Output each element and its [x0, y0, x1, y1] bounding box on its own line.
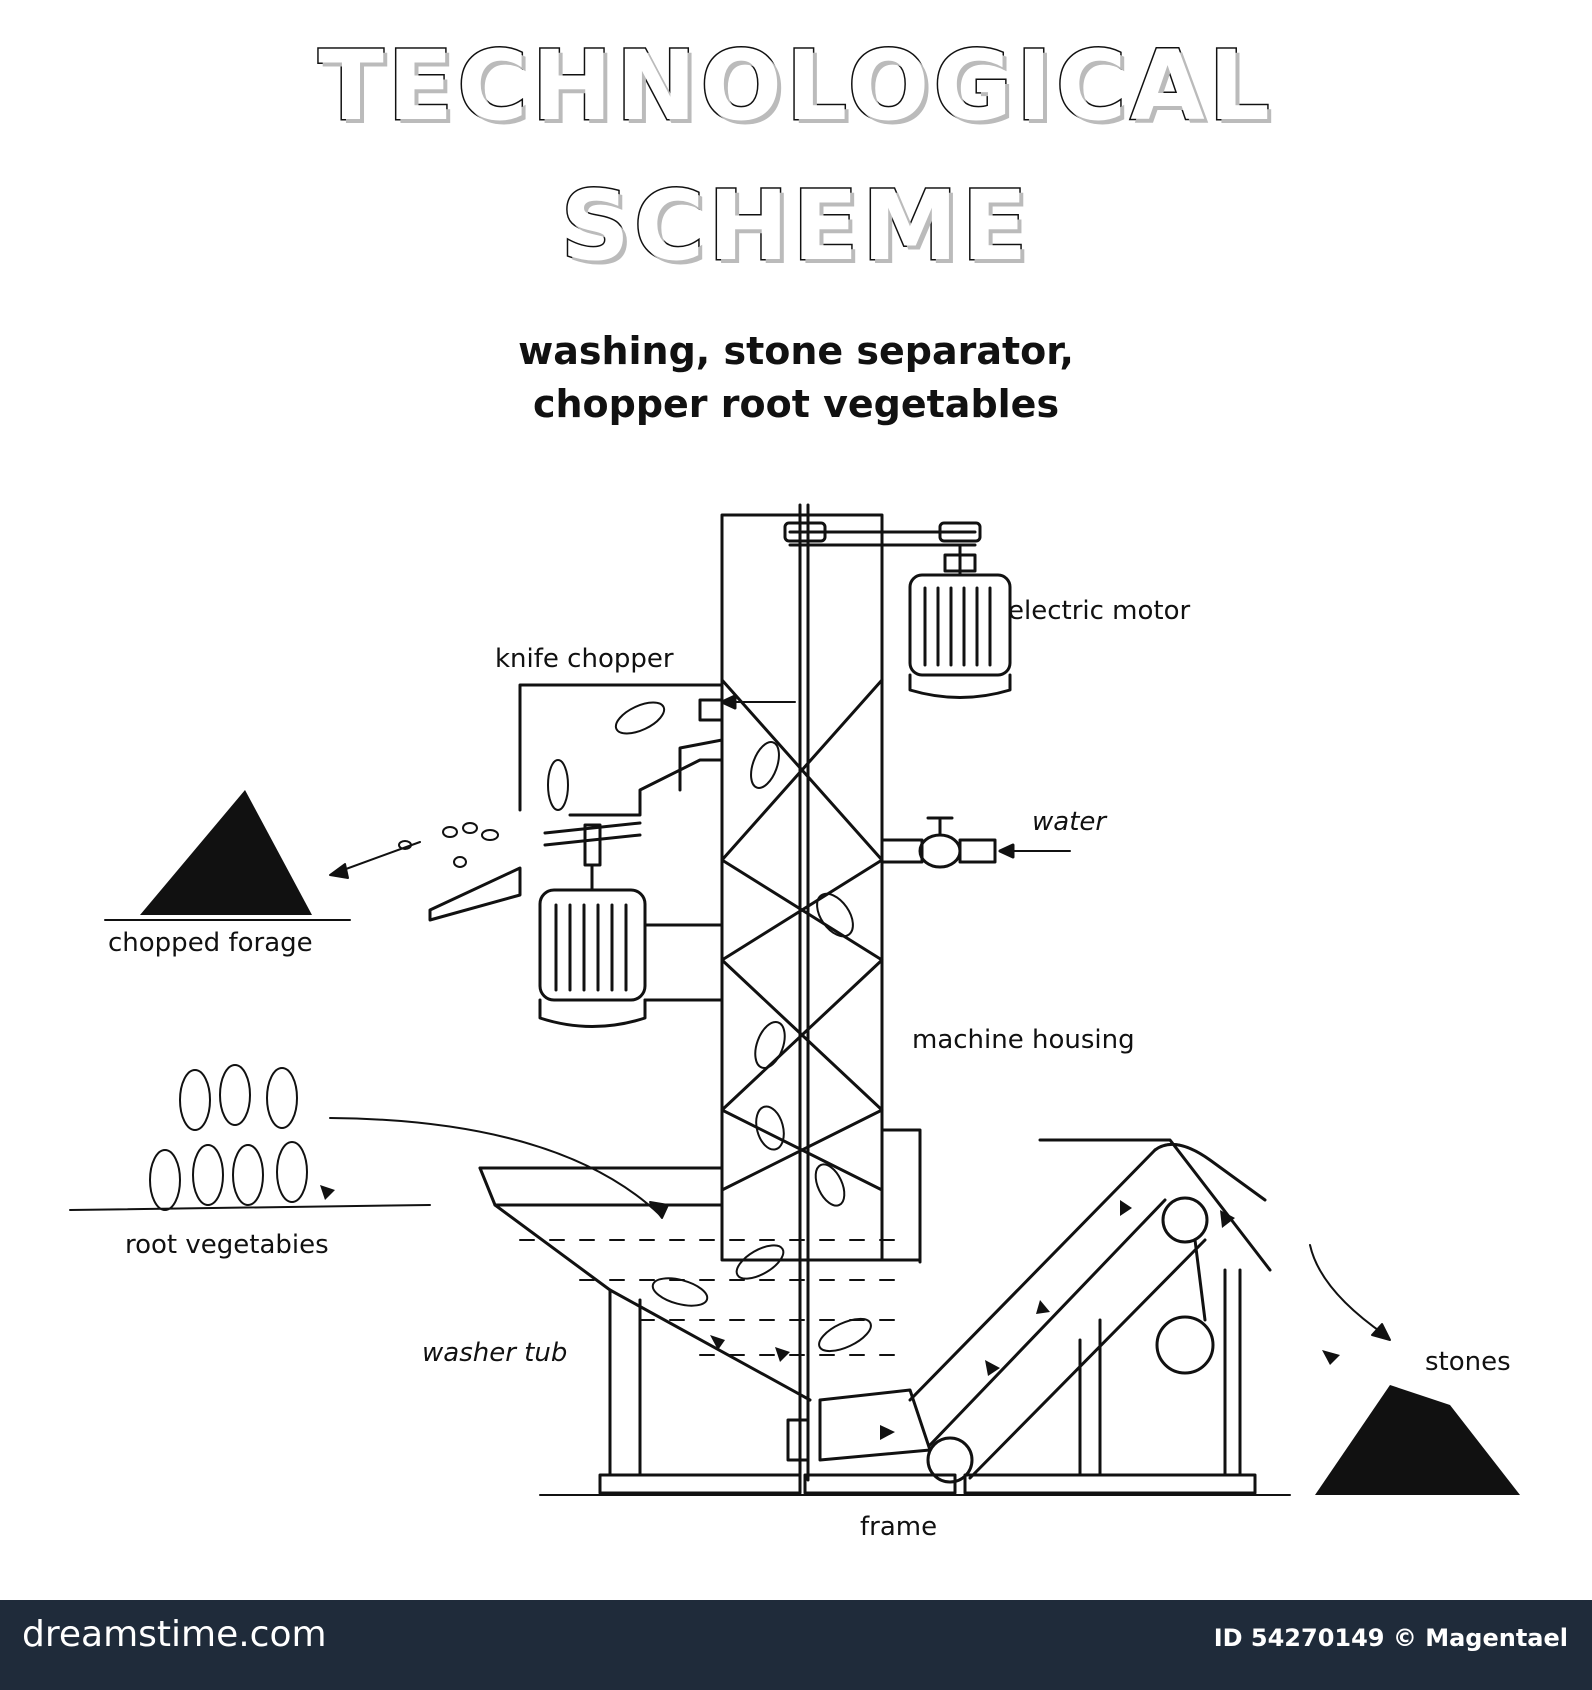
title-line-2: SCHEME — [559, 169, 1032, 284]
label-root-vegetables: root vegetabies — [125, 1230, 329, 1260]
label-chopped-forage: chopped forage — [108, 928, 313, 958]
label-washer-tub: washer tub — [422, 1338, 568, 1368]
label-machine-housing: machine housing — [912, 1025, 1135, 1055]
footer-bar — [0, 1600, 1592, 1690]
label-stones: stones — [1425, 1347, 1511, 1377]
chopper-motor — [538, 888, 724, 1028]
stones-pile — [1315, 1350, 1520, 1495]
brand-watermark: dreamstime.com — [22, 1614, 327, 1655]
forage-pieces — [398, 822, 499, 868]
machine-diagram — [69, 503, 1520, 1496]
image-credit: ID 54270149 © Magentael — [1213, 1624, 1568, 1652]
water-valve — [880, 816, 1071, 869]
vegetables-ground — [69, 1204, 431, 1211]
subtitle-line-1: washing, stone separator, — [518, 329, 1074, 373]
flow-arrows — [329, 841, 1391, 1341]
label-water: water — [1032, 807, 1107, 837]
washer-tub — [478, 1166, 932, 1477]
label-knife-chopper: knife chopper — [495, 644, 674, 674]
label-electric-motor: electric motor — [1008, 596, 1191, 626]
label-frame: frame — [860, 1512, 938, 1542]
electric-motor — [908, 573, 1012, 699]
stones-in-process — [320, 1185, 1235, 1440]
knife-chopper — [428, 683, 796, 922]
machine-housing — [720, 503, 922, 1482]
stone-conveyor — [908, 1138, 1272, 1484]
drive-belt — [783, 521, 982, 577]
chopped-forage-pile — [140, 790, 312, 915]
subtitle-line-2: chopper root vegetables — [532, 382, 1060, 426]
frame-base — [539, 1473, 1291, 1496]
title-line-1: TECHNOLOGICAL — [317, 29, 1274, 144]
carrots — [149, 701, 872, 1353]
